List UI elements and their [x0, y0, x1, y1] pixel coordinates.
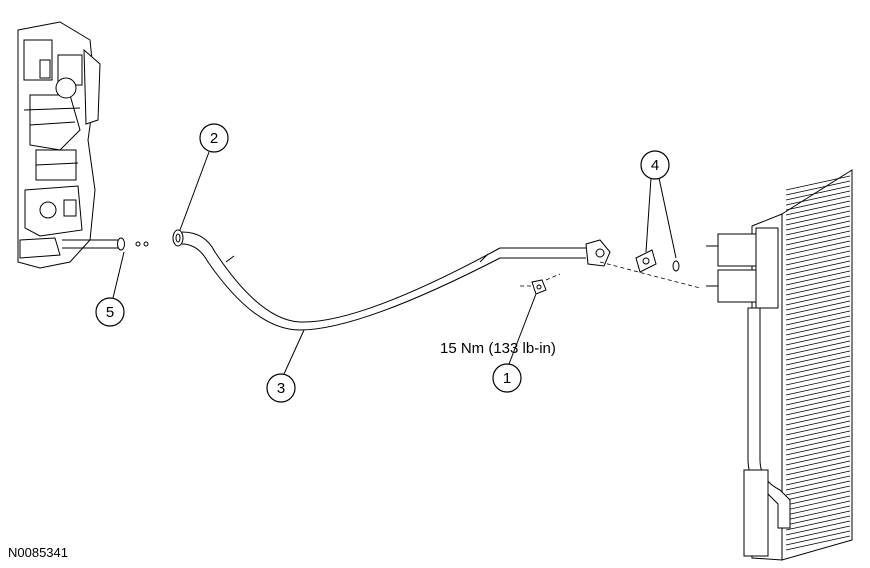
callout-4: 4	[640, 150, 677, 259]
callout-1-label: 1	[503, 370, 511, 387]
callout-5: 5	[95, 251, 125, 327]
condenser	[706, 169, 853, 561]
callout-2: 2	[179, 123, 229, 231]
figure-id: N0085341	[8, 545, 68, 560]
callout-3-label: 3	[277, 380, 285, 397]
callout-3: 3	[266, 329, 305, 403]
callout-4-label: 4	[651, 157, 659, 174]
callout-1: 1	[492, 293, 537, 393]
gasket-and-seals	[117, 229, 680, 295]
refrigerant-line	[62, 231, 611, 331]
torque-spec: 15 Nm (133 lb-in)	[440, 340, 556, 357]
compressor-assembly	[17, 21, 101, 269]
callout-5-label: 5	[106, 304, 114, 321]
alignment-lines	[520, 261, 701, 289]
callout-2-label: 2	[210, 130, 218, 147]
